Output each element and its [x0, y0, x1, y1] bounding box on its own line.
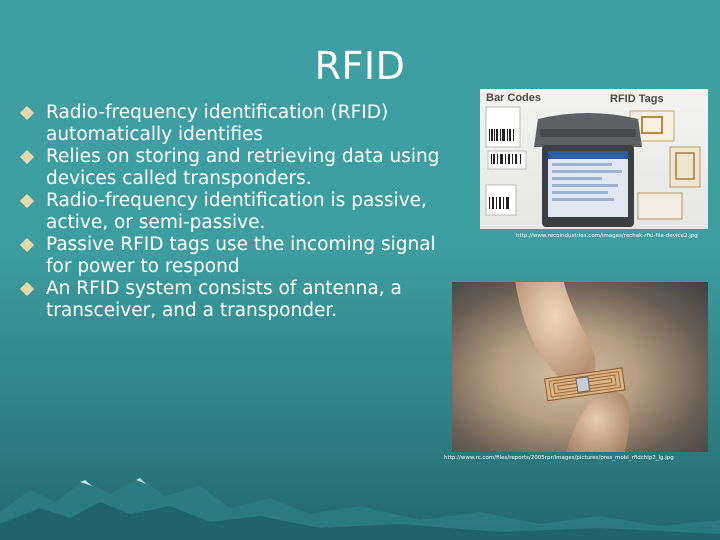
bullet-text: An RFID system consists of antenna, a tr…: [46, 278, 402, 321]
bullet-text: Passive RFID tags use the incoming signa…: [46, 234, 436, 277]
bullet-text: Radio-frequency identification (RFID) au…: [46, 102, 389, 145]
slide-title: RFID: [314, 44, 406, 88]
rfid-reader-illustration: Bar Codes RFID Tags: [485, 92, 701, 227]
mountain-silhouette-decoration: [0, 478, 720, 540]
bullet-item: Radio-frequency identification is passiv…: [19, 190, 460, 234]
diamond-bullet-icon: [19, 281, 35, 297]
bullet-text: Relies on storing and retrieving data us…: [46, 146, 440, 189]
rfid-tags-label: RFID Tags: [610, 93, 664, 105]
diamond-bullet-icon: [19, 193, 35, 209]
bullet-item: Radio-frequency identification (RFID) au…: [19, 102, 460, 146]
rfid-chip-photo: [452, 282, 708, 452]
bullet-text: Radio-frequency identification is passiv…: [46, 190, 427, 233]
rfid-reader-photo: Bar Codes RFID Tags: [480, 89, 708, 229]
bar-codes-label: Bar Codes: [486, 92, 541, 104]
image-1-caption: http://www.recoindustries.com/images/rec…: [516, 233, 698, 239]
diamond-bullet-icon: [19, 237, 35, 253]
image-2-caption: http://www.rc.com/files/reports/2005rpr/…: [444, 455, 674, 461]
bullet-list: Radio-frequency identification (RFID) au…: [19, 102, 460, 322]
bullet-item: Relies on storing and retrieving data us…: [19, 146, 460, 190]
diamond-bullet-icon: [19, 105, 35, 121]
rfid-chip-illustration: [515, 282, 630, 452]
bullet-item: Passive RFID tags use the incoming signa…: [19, 234, 460, 278]
diamond-bullet-icon: [19, 149, 35, 165]
bullet-item: An RFID system consists of antenna, a tr…: [19, 278, 460, 322]
